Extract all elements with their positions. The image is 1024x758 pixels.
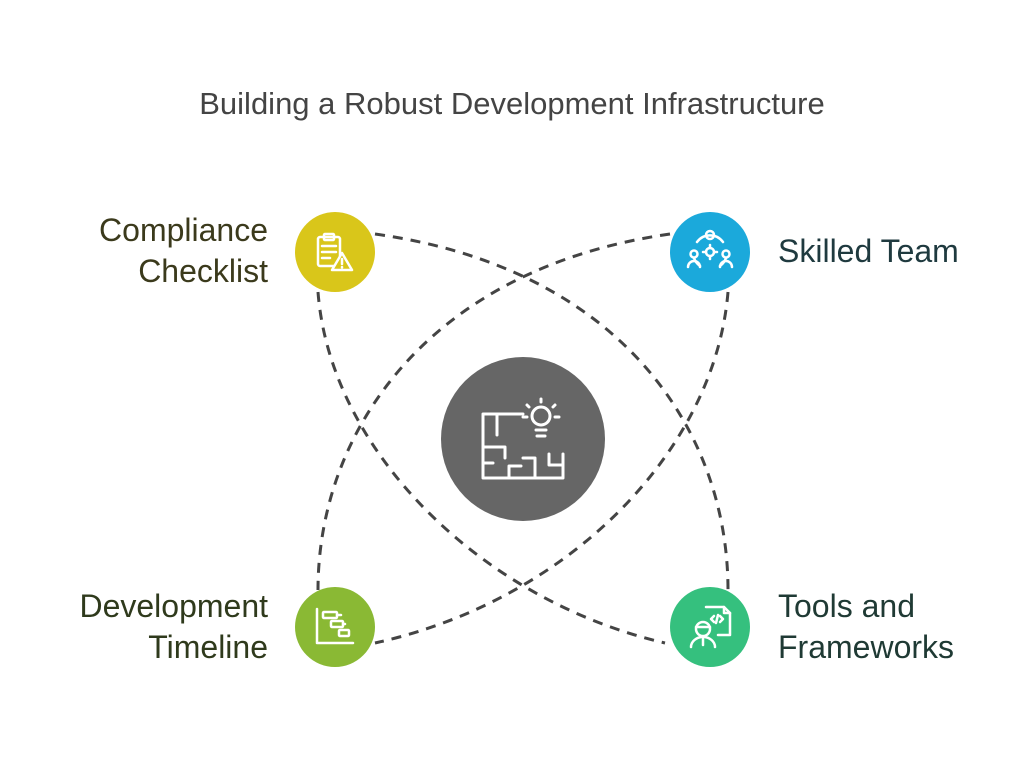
tools-label: Tools and Frameworks	[778, 588, 955, 665]
timeline-label: Development Timeline	[79, 588, 268, 665]
blueprint-lightbulb-icon	[481, 397, 565, 480]
skilled-team-circle	[670, 212, 750, 292]
clipboard-warning-icon	[316, 232, 354, 272]
connector-skilled-to-timeline	[316, 232, 671, 591]
developer-code-icon	[689, 605, 732, 649]
center-node	[441, 357, 605, 521]
connector-compliance-to-tools	[374, 232, 730, 591]
compliance-label: Compliance Checklist	[99, 212, 268, 289]
skilled-team-node	[670, 212, 750, 292]
diagram-title: Building a Robust Development Infrastruc…	[199, 86, 825, 121]
center-circle	[441, 357, 605, 521]
team-network-icon	[686, 229, 734, 269]
tools-node	[670, 587, 750, 667]
gantt-chart-icon	[315, 607, 355, 645]
skilled-team-label: Skilled Team	[778, 233, 959, 269]
timeline-node	[295, 587, 375, 667]
compliance-node	[295, 212, 375, 292]
